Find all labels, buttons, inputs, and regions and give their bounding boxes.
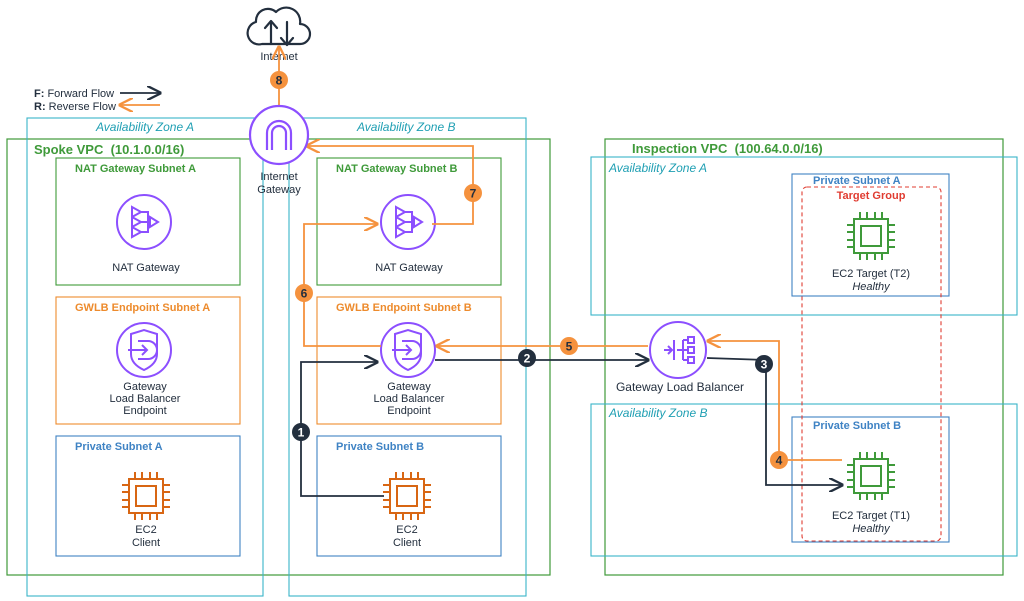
inspection-az-b-box [590,403,1018,557]
ec2-target-t2-status: Healthy [852,281,891,293]
target-group-box [801,186,942,542]
flow-forward-gwlb-to-target [706,357,842,485]
legend-reverse-key: R: [34,101,46,113]
step-badge-4-number: 4 [776,454,783,468]
spoke-private-subnet-a-box [55,435,241,557]
inspection-az-a-box [590,156,1018,316]
inspection-vpc-title: Inspection VPC (100.64.0.0/16) [632,141,823,156]
gwlb-endpoint-a-label-line1: Gateway [123,381,167,393]
internet-gateway-label-line1: Internet [260,171,297,183]
svg-text:R: Reverse Flow: R: Reverse Flow [34,101,116,113]
svg-text:F: Forward Flow: F: Forward Flow [34,88,114,100]
gwlb-endpoint-subnet-a-box [55,296,241,425]
nat-subnet-a-box [55,157,241,286]
spoke-vpc-title: Spoke VPC (10.1.0.0/16) [34,142,184,157]
inspection-az-b-label: Availability Zone B [608,406,708,420]
gwlb-endpoint-a-label-line3: Endpoint [123,405,166,417]
inspection-private-subnet-b-label: Private Subnet B [813,420,901,432]
nat-subnet-b-box [316,157,502,286]
ec2-target-t1-label: EC2 Target (T1) [832,510,910,522]
step-badge-6: 6 [295,284,313,302]
gwlb-endpoint-b-label-line1: Gateway [387,381,431,393]
nat-gateway-a-icon [116,194,172,250]
target-group-label: Target Group [837,190,906,202]
ec2-client-a-label-line1: EC2 [135,524,156,536]
step-badge-6-number: 6 [301,287,308,301]
gateway-load-balancer-label: Gateway Load Balancer [616,380,744,394]
gateway-load-balancer-icon [649,321,707,379]
step-badge-2-number: 2 [524,352,531,366]
step-badge-8: 8 [270,71,288,89]
inspection-vpc-box [604,138,1004,576]
step-badge-2: 2 [518,349,536,367]
ec2-client-b-label-line1: EC2 [396,524,417,536]
gwlb-endpoint-a-label: Gateway Load Balancer Endpoint [110,381,181,417]
gwlb-endpoint-subnet-b-label: GWLB Endpoint Subnet B [336,302,472,314]
gwlb-endpoint-a-label-line2: Load Balancer [110,393,181,405]
step-badge-5-number: 5 [566,340,573,354]
step-badge-8-number: 8 [276,74,283,88]
step-badge-3: 3 [755,355,773,373]
ec2-client-b-icon [383,472,431,520]
inspection-private-subnet-a-label: Private Subnet A [813,175,901,187]
spoke-vpc-box [6,138,551,576]
legend-reverse-text: Reverse Flow [46,101,116,113]
inspection-az-a-label: Availability Zone A [608,161,707,175]
step-badge-4: 4 [770,451,788,469]
spoke-private-subnet-b-label: Private Subnet B [336,441,424,453]
nat-gateway-a-label: NAT Gateway [112,262,180,274]
legend-forward-text: Forward Flow [44,88,114,100]
legend: F: Forward Flow R: Reverse Flow [34,88,160,113]
step-badge-3-number: 3 [761,358,768,372]
internet-cloud-icon [246,6,312,47]
ec2-client-b-label-line2: Client [393,537,421,549]
spoke-az-a-box [26,117,264,597]
ec2-client-a-label-line2: Client [132,537,160,549]
gwlb-endpoint-b-label: Gateway Load Balancer Endpoint [374,381,445,417]
ec2-target-t2-label: EC2 Target (T2) [832,268,910,280]
nat-subnet-a-label: NAT Gateway Subnet A [75,163,196,175]
spoke-az-b-label: Availability Zone B [356,120,456,134]
flow-forward-client-to-endpoint [300,362,384,497]
ec2-target-t2-icon [847,212,895,260]
inspection-private-subnet-a-box [791,173,950,297]
nat-subnet-b-label: NAT Gateway Subnet B [336,163,457,175]
step-badge-5: 5 [560,337,578,355]
nat-gateway-b-icon [380,194,436,250]
step-badge-7-number: 7 [470,187,477,201]
gwlb-endpoint-b-icon [380,322,436,378]
spoke-private-subnet-a-label: Private Subnet A [75,441,163,453]
step-badge-1: 1 [292,423,310,441]
ec2-target-t1-icon [847,452,895,500]
gwlb-endpoint-b-label-line3: Endpoint [387,405,430,417]
step-badge-7: 7 [464,184,482,202]
gwlb-endpoint-b-label-line2: Load Balancer [374,393,445,405]
internet-gateway-label-line2: Gateway [257,184,301,196]
ec2-client-a-icon [122,472,170,520]
inspection-private-subnet-b-box [791,416,950,543]
gwlb-endpoint-a-icon [116,322,172,378]
legend-forward-key: F: [34,88,44,100]
spoke-az-a-label: Availability Zone A [95,120,194,134]
step-badge-1-number: 1 [298,426,305,440]
internet-gateway-icon [248,104,310,166]
ec2-target-t1-status: Healthy [852,523,891,535]
nat-gateway-b-label: NAT Gateway [375,262,443,274]
flow-reverse-target-to-gwlb [708,341,842,461]
gwlb-endpoint-subnet-a-label: GWLB Endpoint Subnet A [75,302,210,314]
